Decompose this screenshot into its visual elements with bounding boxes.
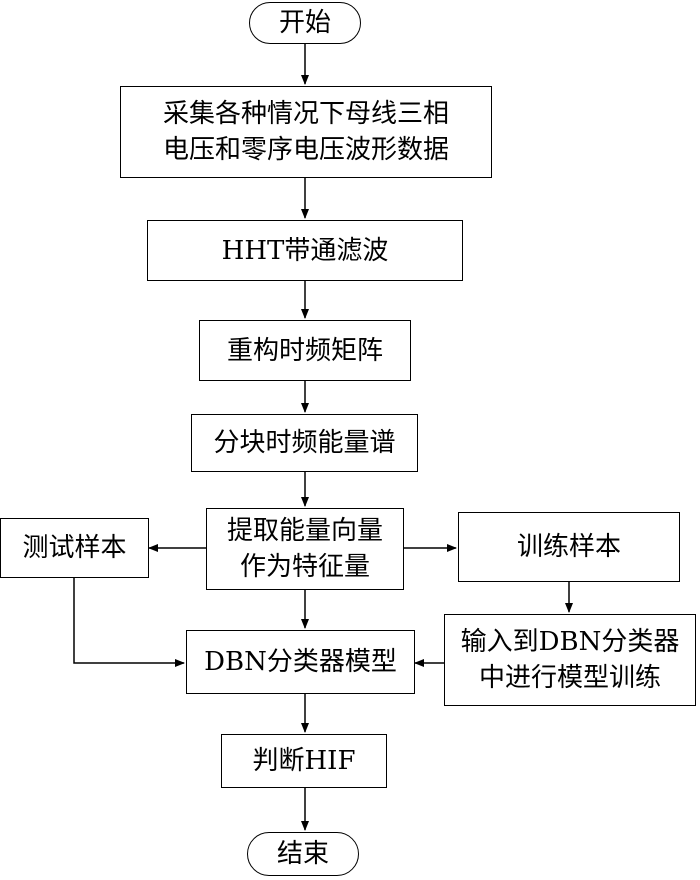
train-samples-box: 训练样本 [458, 512, 680, 582]
reconstruct-box: 重构时频矩阵 [199, 320, 411, 381]
dbn-model-box: DBN分类器模型 [186, 630, 415, 694]
train-samples-label: 训练样本 [516, 532, 621, 562]
dbn-train-box: 输入到DBN分类器 中进行模型训练 [444, 614, 696, 706]
collect-data-label: 采集各种情况下母线三相 电压和零序电压波形数据 [162, 99, 449, 165]
extract-feature-box: 提取能量向量 作为特征量 [206, 508, 404, 590]
hht-filter-label: HHT带通滤波 [221, 235, 389, 266]
test-samples-label: 测试样本 [22, 533, 127, 563]
extract-feature-label: 提取能量向量 作为特征量 [226, 516, 383, 582]
judge-hif-box: 判断HIF [221, 734, 387, 788]
dbn-model-label: DBN分类器模型 [204, 647, 397, 677]
collect-data-box: 采集各种情况下母线三相 电压和零序电压波形数据 [120, 86, 492, 178]
judge-hif-label: 判断HIF [252, 746, 356, 776]
end-label: 结束 [276, 839, 329, 869]
start-label: 开始 [278, 8, 331, 38]
start-node: 开始 [249, 2, 361, 44]
dbn-train-label: 输入到DBN分类器 中进行模型训练 [460, 627, 680, 693]
block-energy-box: 分块时频能量谱 [191, 414, 418, 472]
hht-filter-box: HHT带通滤波 [147, 220, 463, 281]
test-samples-box: 测试样本 [0, 518, 149, 578]
block-energy-label: 分块时频能量谱 [213, 428, 396, 458]
reconstruct-label: 重构时频矩阵 [226, 335, 383, 366]
arrow-test-to-model [73, 578, 185, 667]
end-node: 结束 [247, 832, 359, 876]
